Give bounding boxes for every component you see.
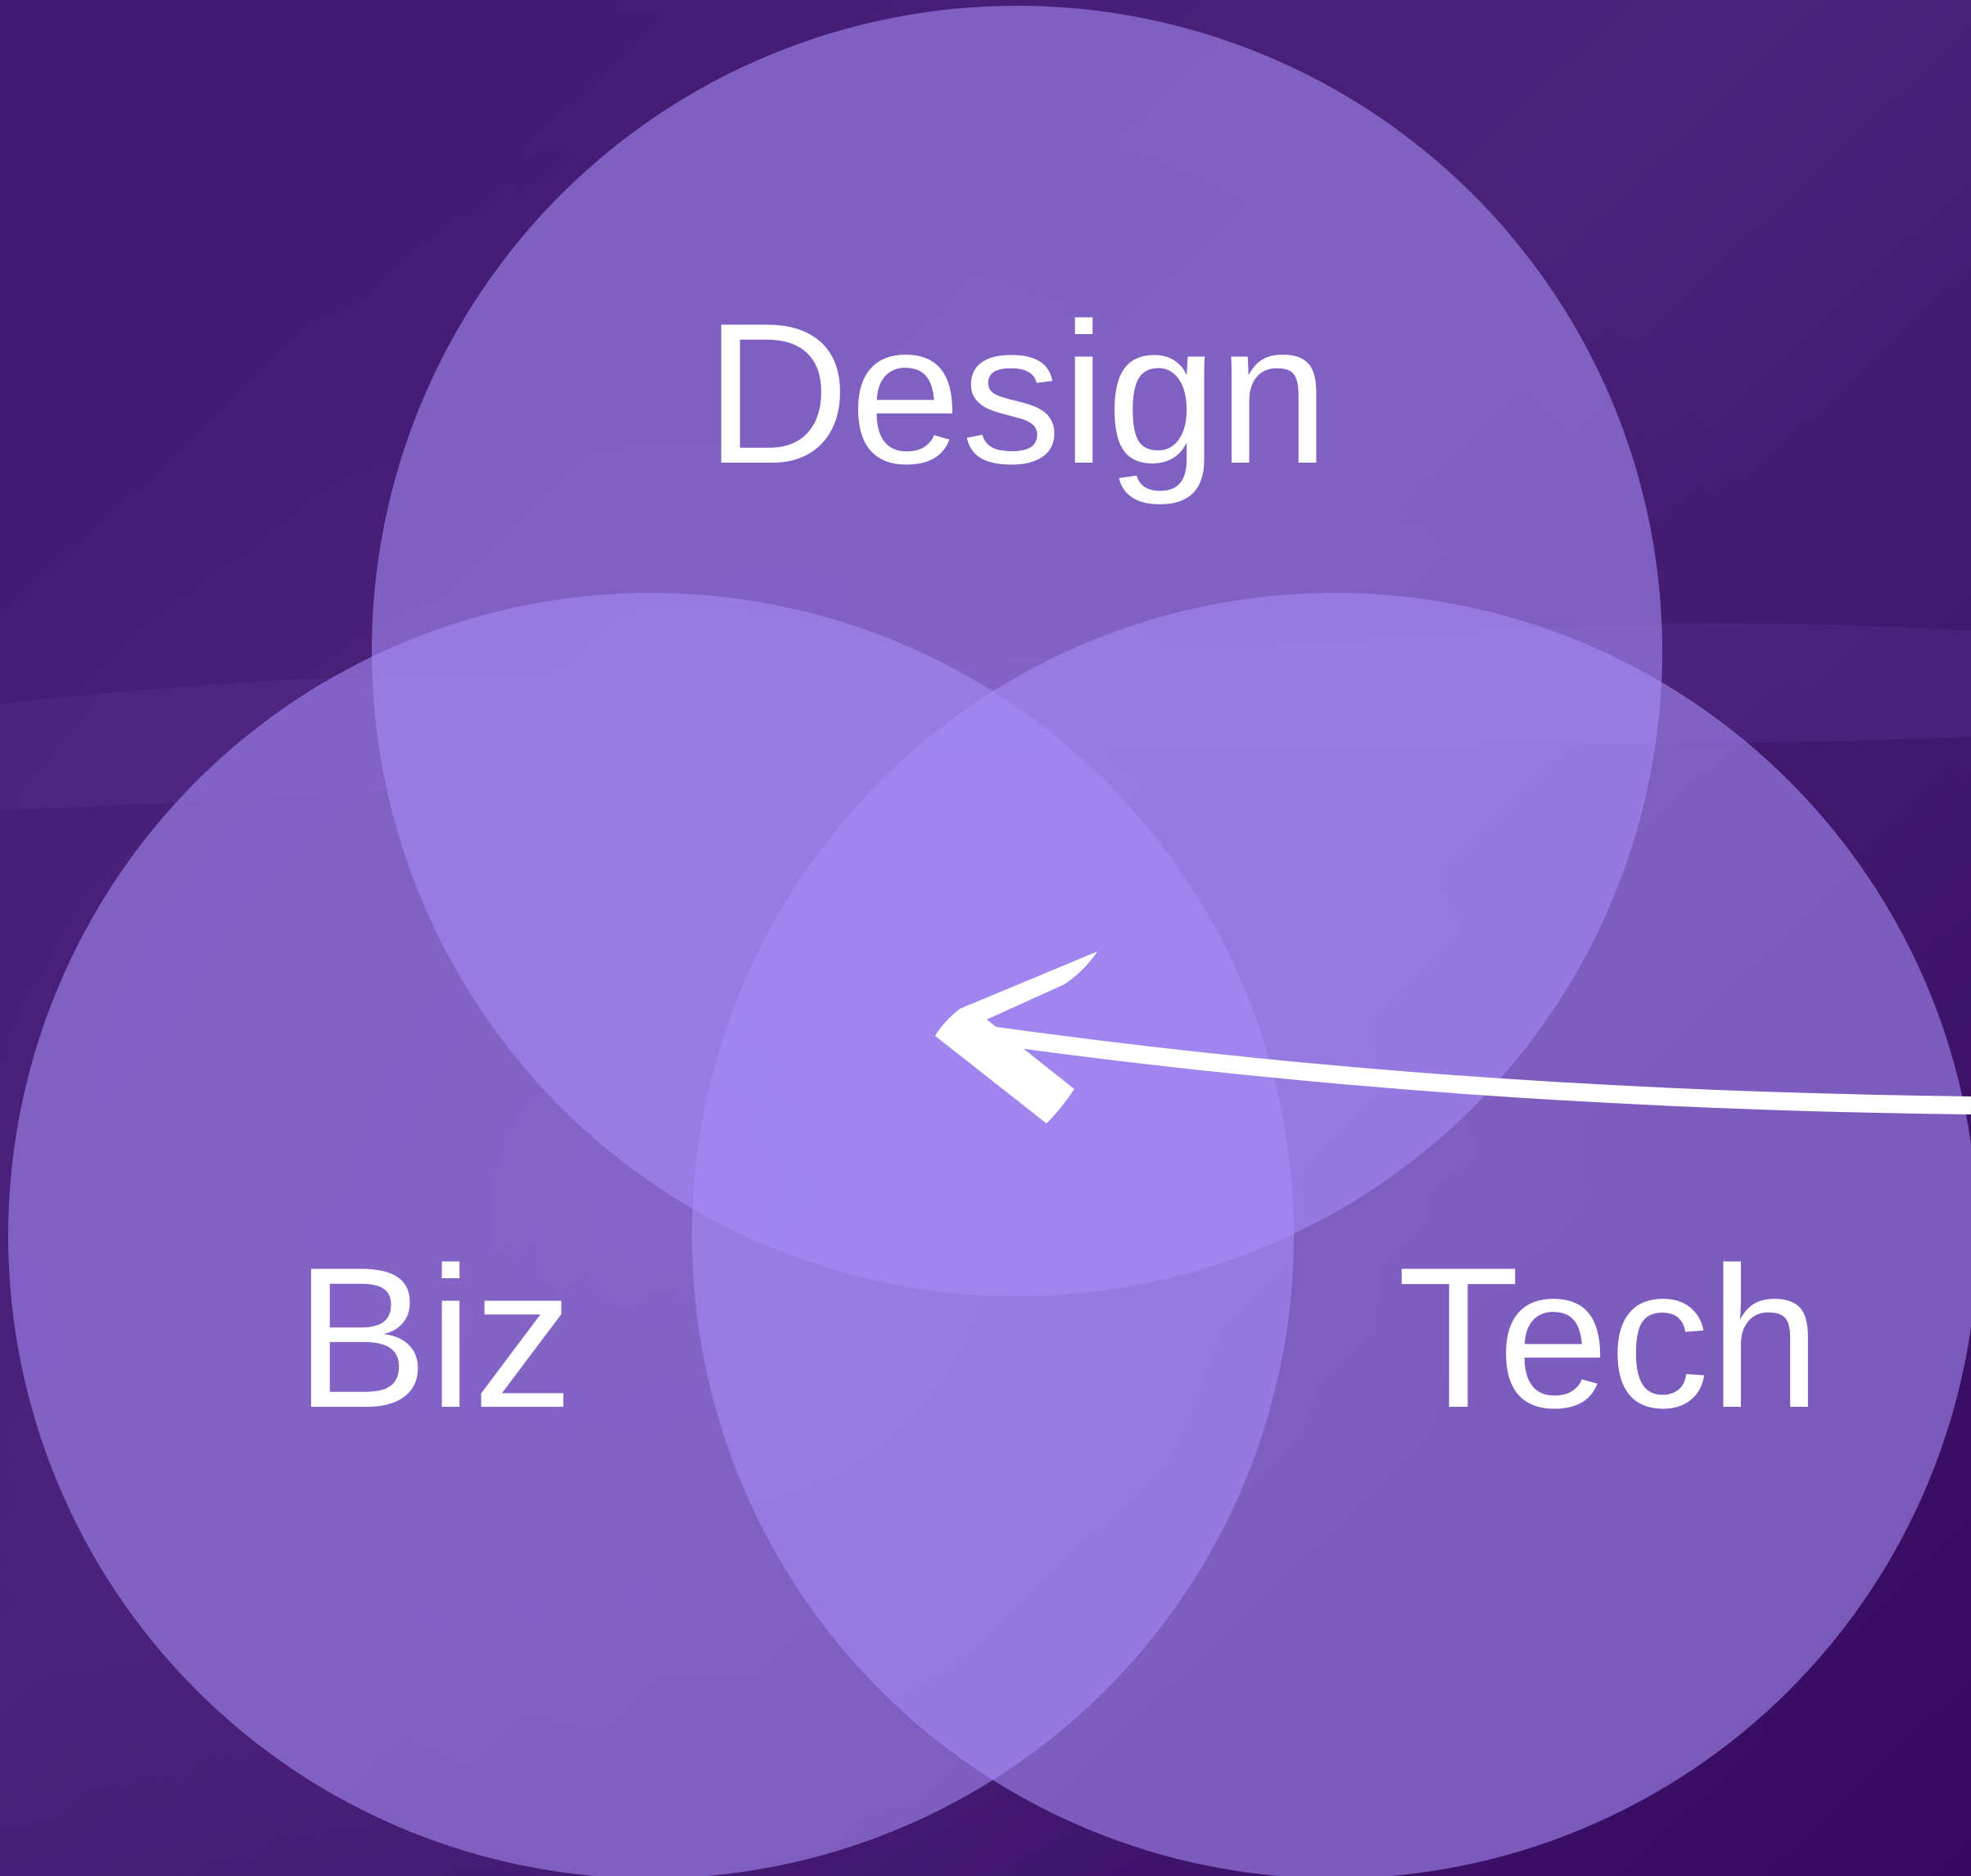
label-tech: Tech [1397, 1225, 1821, 1449]
venn-circle-tech [692, 593, 1971, 1876]
label-design: Design [705, 281, 1330, 505]
arrow-icon [935, 952, 1971, 1123]
arrow-head [935, 952, 1097, 1123]
arrow-shaft [965, 1023, 1971, 1114]
label-biz: Biz [295, 1225, 573, 1449]
